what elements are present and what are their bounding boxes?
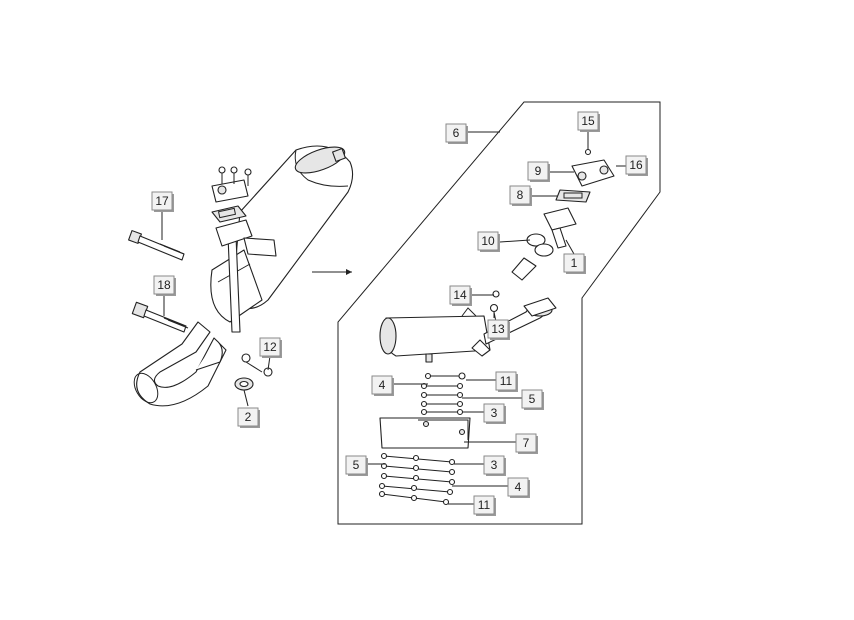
callout-label: 1 (571, 256, 578, 270)
callout-11-upper: 11 (495, 371, 518, 392)
callout-label: 18 (157, 278, 171, 292)
callout-label: 4 (515, 480, 522, 494)
callout-label: 5 (353, 458, 360, 472)
callout-18: 18 (153, 275, 176, 296)
callout-label: 17 (155, 194, 169, 208)
callout-12: 12 (259, 337, 282, 358)
callout-label: 3 (491, 458, 498, 472)
callout-label: 15 (581, 114, 595, 128)
kit-outline (337, 101, 661, 525)
callout-2: 2 (237, 407, 260, 428)
callout-11-lower: 11 (473, 495, 496, 516)
callout-label: 8 (517, 188, 524, 202)
callout-label: 5 (529, 392, 536, 406)
callout-label: 16 (629, 158, 643, 172)
callout-8: 8 (509, 185, 532, 206)
callout-label: 11 (478, 498, 491, 512)
callout-label: 9 (535, 164, 542, 178)
callout-6: 6 (445, 123, 468, 144)
callout-3-lower: 3 (483, 455, 506, 476)
callout-15: 15 (577, 111, 600, 132)
callout-label: 7 (523, 436, 530, 450)
callout-5-upper: 5 (521, 389, 544, 410)
callout-label: 6 (453, 126, 460, 140)
callout-17: 17 (151, 191, 174, 212)
callout-label: 2 (245, 410, 252, 424)
assembly-arrow (312, 269, 352, 275)
callout-label: 4 (379, 378, 386, 392)
callout-label: 14 (453, 288, 467, 302)
exploded-kit-drawing (378, 140, 615, 506)
callout-13: 13 (487, 319, 510, 340)
callout-4-upper: 4 (371, 375, 394, 396)
callout-14: 14 (449, 285, 472, 306)
callout-label: 12 (263, 340, 277, 354)
callout-label: 10 (481, 234, 495, 248)
callout-4-lower: 4 (507, 477, 530, 498)
callout-1: 1 (563, 253, 586, 274)
callout-label: 13 (491, 322, 505, 336)
callout-16: 16 (625, 155, 648, 176)
callout-label: 11 (500, 374, 513, 388)
callout-10: 10 (477, 231, 500, 252)
assembled-exhaust-drawing (128, 145, 354, 407)
callout-5-lower: 5 (345, 455, 368, 476)
callout-3-upper: 3 (483, 403, 506, 424)
callout-9: 9 (527, 161, 550, 182)
callout-7: 7 (515, 433, 538, 454)
callout-label: 3 (491, 406, 498, 420)
